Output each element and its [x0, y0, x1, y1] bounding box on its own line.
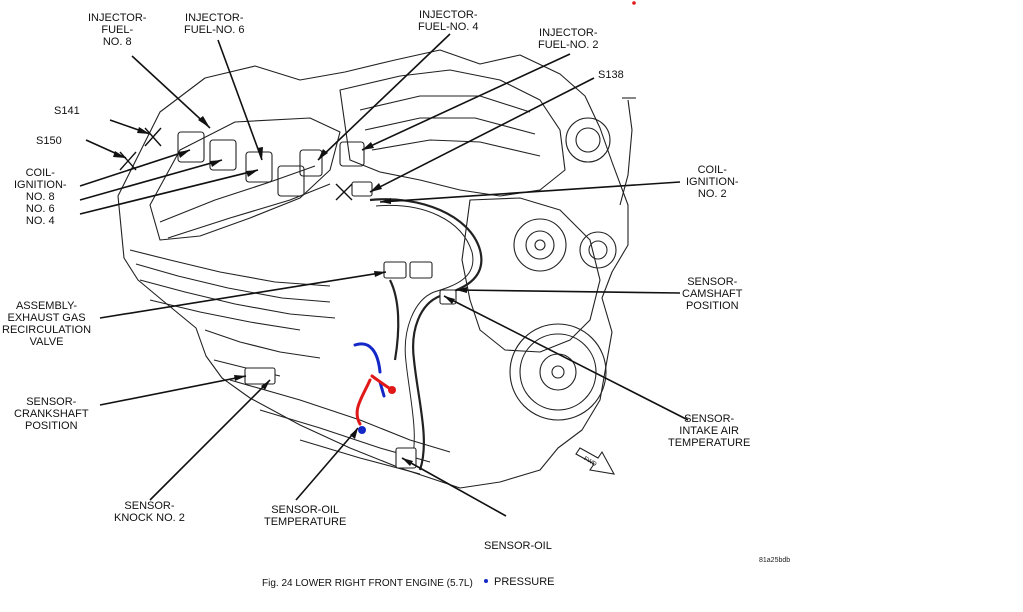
label-s150: S150 [36, 135, 62, 147]
label-egr-valve: ASSEMBLY- EXHAUST GAS RECIRCULATION VALV… [2, 300, 92, 348]
oil-pressure-line1: SENSOR-OIL [484, 540, 552, 552]
leader-arrowheads [113, 116, 467, 466]
corner-dot [632, 1, 636, 5]
front-arrow [575, 447, 616, 475]
label-oil-temp-sensor: SENSOR-OIL TEMPERATURE [264, 504, 347, 528]
label-camshaft-sensor: SENSOR- CAMSHAFT POSITION [682, 276, 743, 312]
figure-code: 81a25bdb [759, 557, 791, 564]
label-crankshaft-sensor: SENSOR- CRANKSHAFT POSITION [14, 396, 89, 432]
coil-packs [177, 131, 365, 197]
label-injector-fuel-8: INJECTOR- FUEL- NO. 8 [88, 12, 147, 48]
engine-drawing [79, 1, 689, 517]
splice-marks [119, 127, 353, 201]
label-s138: S138 [598, 69, 624, 81]
label-injector-fuel-6: INJECTOR- FUEL-NO. 6 [184, 12, 245, 36]
oil-pressure-line2-text: PRESSURE [494, 576, 555, 588]
label-intake-air-temp-sensor: SENSOR- INTAKE AIR TEMPERATURE [668, 413, 751, 449]
oil-pressure-line2: PRESSURE [484, 576, 555, 588]
figure-caption: Fig. 24 LOWER RIGHT FRONT ENGINE (5.7L) [262, 578, 473, 589]
label-coil-ignition-2: COIL- IGNITION- NO. 2 [686, 164, 739, 200]
label-injector-fuel-4: INJECTOR- FUEL-NO. 4 [418, 9, 479, 33]
engine-diagram: INJECTOR- FUEL- NO. 8 INJECTOR- FUEL-NO.… [2, 1, 791, 589]
label-knock-sensor-2: SENSOR- KNOCK NO. 2 [114, 500, 185, 524]
oil-sensor-markers [353, 342, 396, 434]
connectors [244, 181, 457, 469]
leader-lines [79, 33, 689, 517]
label-oil-pressure-sensor: SENSOR-OIL PRESSURE [484, 516, 555, 612]
label-s141: S141 [54, 105, 80, 117]
label-injector-fuel-2: INJECTOR- FUEL-NO. 2 [538, 27, 599, 51]
blue-dot-icon [484, 579, 488, 584]
label-coil-ignition-8-6-4: COIL- IGNITION- NO. 8 NO. 6 NO. 4 [14, 167, 67, 227]
